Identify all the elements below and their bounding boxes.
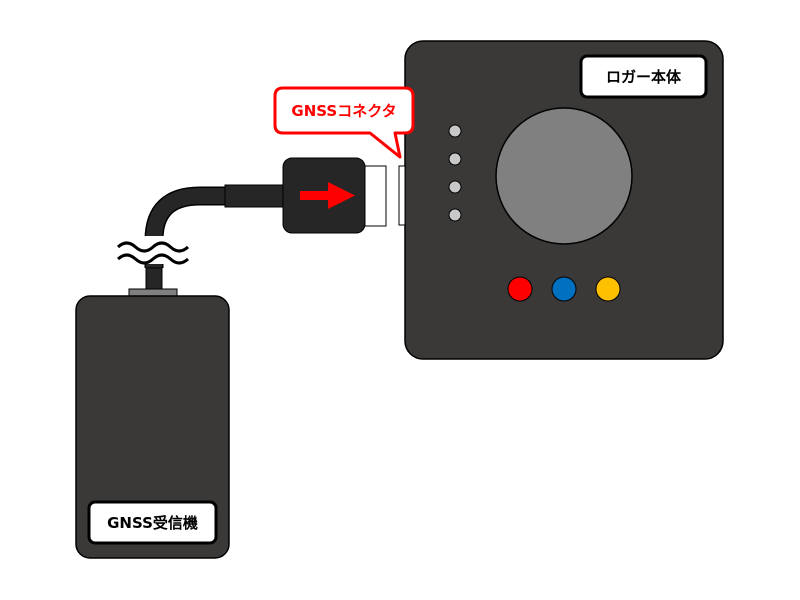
gnss-cable	[116, 184, 286, 291]
receiver-label: GNSS受信機	[107, 514, 198, 532]
receiver-label-box	[87, 500, 218, 545]
red-button	[507, 276, 533, 302]
led-indicator	[448, 180, 462, 194]
logger-label-box	[579, 54, 708, 99]
connector-callout-label: GNSSコネクタ	[291, 102, 396, 120]
cable-break-wave-icon	[116, 236, 190, 265]
logger-label: ロガー本体	[606, 68, 682, 86]
led-indicator	[448, 208, 462, 222]
receiver-cable-port	[128, 288, 178, 297]
logger-gnss-port	[398, 165, 406, 226]
logger-dial	[495, 107, 633, 245]
led-indicator	[448, 152, 462, 166]
gnss-receiver: GNSS受信機	[75, 288, 230, 559]
led-indicator	[448, 124, 462, 138]
connector-callout: GNSSコネクタ	[273, 86, 415, 159]
gnss-connector-plug	[282, 157, 387, 234]
insert-arrow-icon	[300, 182, 355, 209]
yellow-button	[595, 276, 621, 302]
logger-unit: ロガー本体	[398, 40, 724, 360]
blue-button	[551, 276, 577, 302]
cable-ferrule	[224, 184, 286, 208]
